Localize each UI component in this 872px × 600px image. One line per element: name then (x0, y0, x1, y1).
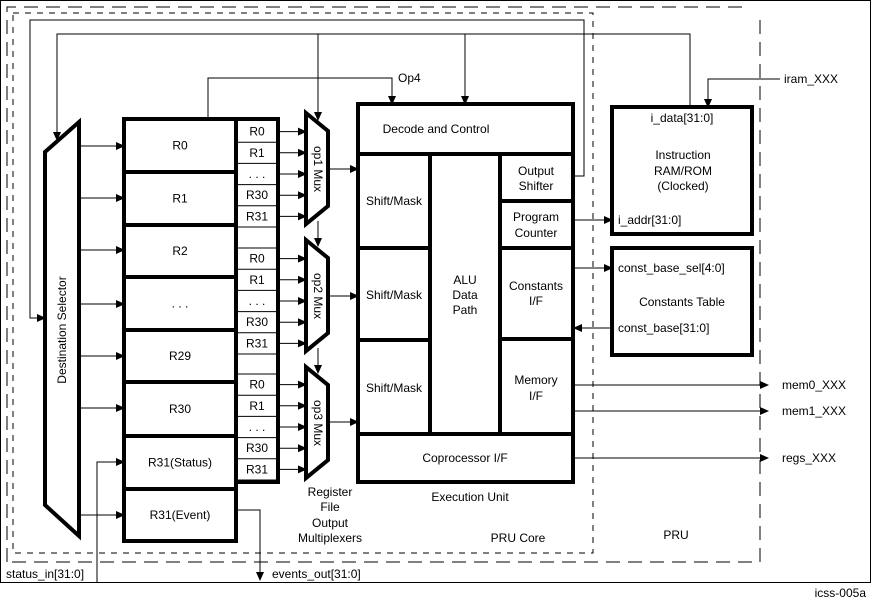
constants-table-title: Constants Table (639, 295, 725, 309)
const-base-label: const_base[31:0] (618, 321, 709, 335)
figure-id: icss-005a (815, 586, 867, 600)
op4-label: Op4 (398, 71, 421, 85)
outer-frame (0, 0, 871, 583)
output-shifter: Output (518, 164, 555, 178)
mux-label: op1 Mux (311, 146, 325, 192)
mux-caption-line: Register (308, 485, 353, 499)
program-counter: Program (513, 210, 559, 224)
mem1-label: mem1_XXX (782, 404, 846, 418)
decode-and-control: Decode and Control (383, 122, 490, 136)
destination-selector (43, 117, 81, 541)
mux-input-label: . . . (249, 294, 266, 308)
program-counter: Counter (515, 226, 558, 240)
mux-input-label: R31 (246, 336, 268, 350)
mux-caption-line: Multiplexers (298, 531, 362, 545)
register-label: R31(Event) (150, 508, 211, 522)
mux-input-label: R1 (249, 146, 265, 160)
iram-signal-label: iram_XXX (784, 72, 838, 86)
execution-unit: Decode and Control Shift/Mask Shift/Mask… (356, 102, 575, 504)
status-in-line (96, 458, 125, 582)
register-label: R1 (172, 192, 188, 206)
execution-unit-box (356, 102, 575, 484)
register-label: . . . (172, 297, 189, 311)
pru-label: PRU (663, 528, 688, 542)
alu-label: ALU (453, 273, 476, 287)
mux-input-label: R1 (249, 273, 265, 287)
operand-mux (304, 108, 330, 229)
shift-mask-2: Shift/Mask (366, 288, 423, 302)
mux-input-label: R30 (246, 441, 268, 455)
mux-input-label: R30 (246, 188, 268, 202)
pru-core-label: PRU Core (491, 531, 546, 545)
mem0-label: mem0_XXX (782, 378, 846, 392)
iram-input-line (704, 78, 780, 108)
regs-label: regs_XXX (782, 451, 836, 465)
mux-input-label: R0 (249, 125, 265, 139)
mux-caption: Register File Output Multiplexers (298, 485, 362, 545)
instruction-ram: i_data[31:0] Instruction RAM/ROM (Clocke… (610, 105, 754, 236)
status-in-label: status_in[31:0] (6, 567, 84, 581)
register-label: R0 (172, 139, 188, 153)
instruction-ram-title: Instruction (655, 148, 710, 162)
mux-input-label: R31 (246, 462, 268, 476)
alu-label: Path (453, 303, 478, 317)
instruction-ram-title: RAM/ROM (654, 164, 712, 178)
mux-caption-line: Output (312, 516, 349, 530)
output-shifter: Shifter (519, 179, 554, 193)
mux-label: op3 Mux (311, 400, 325, 446)
mux-input-label: R1 (249, 399, 265, 413)
mux-input-label: R30 (246, 315, 268, 329)
instruction-ram-title: (Clocked) (657, 179, 708, 193)
memory-if: I/F (529, 389, 543, 403)
constants-table: const_base_sel[4:0] Constants Table cons… (610, 246, 754, 357)
instruction-ram-box (610, 105, 754, 236)
operand-muxes: op1 Mux op2 Mux op3 Mux (304, 108, 330, 483)
op4-line (207, 77, 396, 119)
i-addr-label: i_addr[31:0] (618, 213, 681, 227)
const-base-sel-label: const_base_sel[4:0] (618, 261, 725, 275)
memory-if: Memory (514, 373, 557, 387)
mux-input-label: R31 (246, 209, 268, 223)
pru-boundary (6, 6, 761, 563)
execution-unit-dividers (358, 152, 573, 436)
mux-input-label: R0 (249, 378, 265, 392)
register-label: R29 (169, 349, 191, 363)
shift-mask-3: Shift/Mask (366, 381, 423, 395)
constants-if: Constants (509, 279, 563, 293)
constants-if: I/F (529, 294, 543, 308)
register-label: R31(Status) (148, 456, 212, 470)
coprocessor-if: Coprocessor I/F (422, 451, 507, 465)
instruction-bus-to-destination (53, 33, 691, 141)
constants-table-box (610, 246, 754, 357)
mux-label: op2 Mux (311, 273, 325, 319)
events-out-line (236, 509, 264, 581)
alu-label: Data (452, 288, 478, 302)
destination-selector-label: Destination Selector (55, 276, 69, 383)
execution-unit-title: Execution Unit (431, 490, 509, 504)
pru-core-boundary (12, 12, 594, 554)
register-label: R30 (169, 402, 191, 416)
operand-mux (304, 235, 330, 356)
mux-input-label: . . . (249, 420, 266, 434)
output-shifter-feedback-bus (29, 19, 585, 322)
events-out-label: events_out[31:0] (272, 567, 361, 581)
mux-input-label: . . . (249, 167, 266, 181)
register-label: R2 (172, 244, 188, 258)
i-data-label: i_data[31:0] (651, 111, 714, 125)
shift-mask-1: Shift/Mask (366, 194, 423, 208)
mux-input-label: R0 (249, 252, 265, 266)
mux-caption-line: File (320, 500, 340, 514)
operand-mux (304, 362, 330, 483)
